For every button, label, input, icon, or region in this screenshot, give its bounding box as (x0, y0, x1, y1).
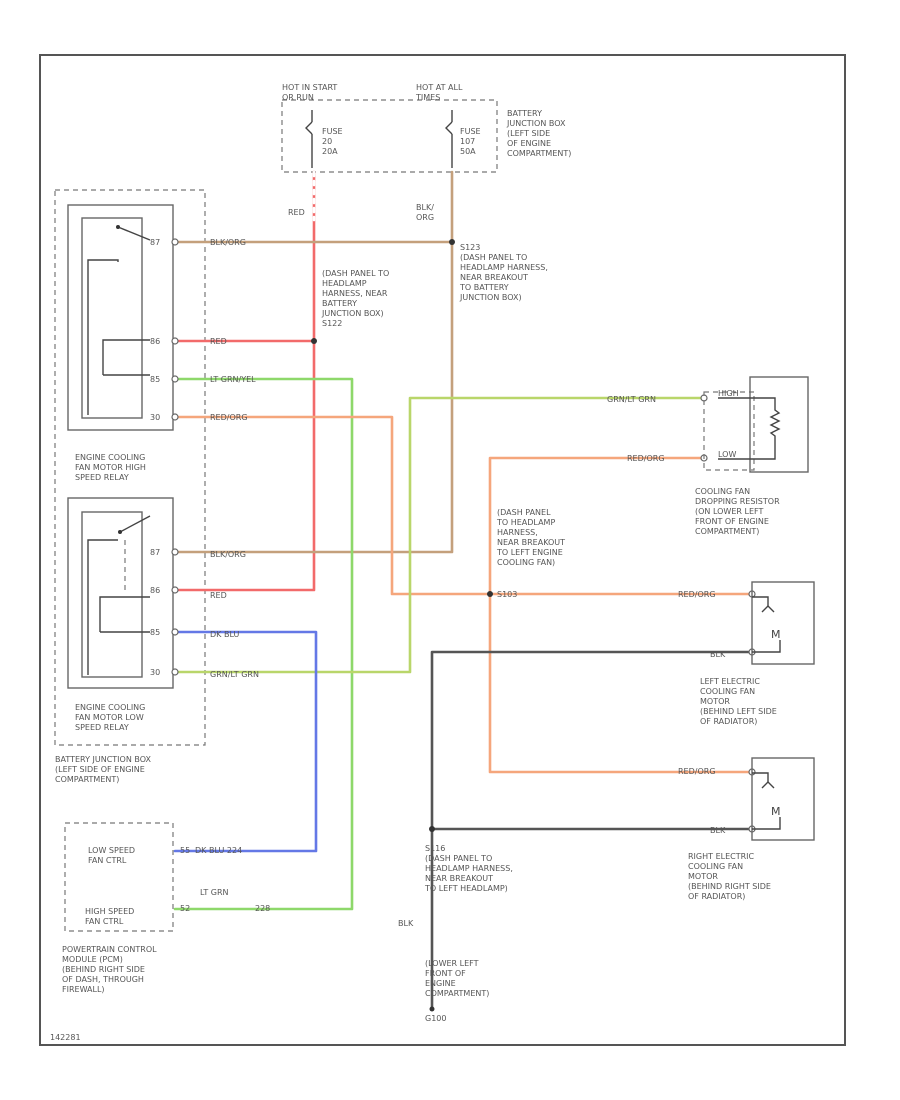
low-relay-pin-87-terminal (171, 548, 179, 556)
wire-label-red-1: RED (210, 337, 227, 346)
splice-s116 (429, 826, 435, 832)
left-fan-motor-symbol: M (771, 628, 781, 641)
s103-id: S103 (497, 590, 517, 599)
wire-label-grnylt-1: GRN/LT GRN (607, 395, 656, 404)
wire-blkorg-vertical (176, 170, 454, 554)
low-relay-pin-85-terminal (171, 628, 179, 636)
wire-label-blk-1: BLK (710, 650, 726, 659)
wire-label-dkblu: DK BLU (210, 630, 239, 639)
wire-grnylt (176, 396, 706, 674)
high-relay-pin-85-label: 85 (150, 375, 160, 384)
splice-s122 (311, 338, 317, 344)
wire-blk-1 (430, 650, 754, 1011)
wire-label-pcm-high-bot: 228 (255, 904, 270, 913)
wire-label-redorg-4: RED/ORG (678, 767, 716, 776)
high-relay-pin-86-label: 86 (150, 337, 160, 346)
low-relay-pin-86-label: 86 (150, 586, 160, 595)
wire-dkblu (173, 630, 318, 853)
wire-label-ltgrnyel-1: LT GRN/YEL (210, 375, 256, 384)
wire-label-redorg-2: RED/ORG (627, 454, 665, 463)
resistor-pin-high: HIGH (718, 389, 739, 398)
wire-redorg-2 (488, 456, 754, 774)
wire-red-vertical (176, 170, 316, 592)
pcm-pin-low: 55 (180, 846, 190, 855)
battery-junction-box-outline (54, 189, 206, 746)
low-relay-pin-87-label: 87 (150, 548, 160, 557)
wires (173, 170, 754, 1011)
high-relay-pin-30-terminal (171, 413, 179, 421)
resistor-pin-low: LOW (718, 450, 736, 459)
wire-label-pcm-high-top: LT GRN (200, 888, 229, 897)
wire-ltgrn-yel (173, 377, 354, 911)
wire-labels: RED BLK/ORG BLK/ORG RED LT GRN/YEL RED/O… (195, 203, 726, 928)
high-relay-pin-87-label: 87 (150, 238, 160, 247)
high-relay-pin-87-terminal (171, 238, 179, 246)
wire-label-redorg-3: RED/ORG (678, 590, 716, 599)
ground-id: G100 (425, 1014, 446, 1023)
low-relay-pin-85-label: 85 (150, 628, 160, 637)
wire-label-blkorg-2: BLK/ORG (210, 550, 246, 559)
wire-label-blk-v: BLK (398, 919, 414, 928)
wire-label-blk-2: BLK (710, 826, 726, 835)
wire-label-grnylt-2: GRN/LT GRN (210, 670, 259, 679)
wire-label-pcm-low: DK BLU 224 (195, 846, 242, 855)
low-relay-pin-30-label: 30 (150, 668, 160, 677)
low-relay-pin-30-terminal (171, 668, 179, 676)
wire-label-blkorg-h: BLK/ORG (210, 238, 246, 247)
relay-pins: 87 86 85 30 87 86 85 30 (150, 238, 756, 833)
splice-s123 (449, 239, 455, 245)
wire-label-blkorg-top: BLK/ORG (416, 203, 434, 222)
diagram-frame (39, 54, 846, 1046)
low-relay-pin-86-terminal (171, 586, 179, 594)
wire-label-redorg-1: RED/ORG (210, 413, 248, 422)
pcm-pin-high: 52 (180, 904, 190, 913)
footer-id: 142281 (50, 1033, 81, 1042)
high-relay-pin-30-label: 30 (150, 413, 160, 422)
battery-jb-label: BATTERY JUNCTION BOX(LEFT SIDE OF ENGINE… (55, 755, 151, 784)
high-relay-pin-85-terminal (171, 375, 179, 383)
splice-s103 (487, 591, 493, 597)
wire-label-red-2: RED (210, 591, 227, 600)
high-relay-pin-86-terminal (171, 337, 179, 345)
right-fan-motor-symbol: M (771, 805, 781, 818)
wire-label-red-top: RED (288, 208, 305, 217)
wire-redorg-1 (176, 415, 754, 596)
